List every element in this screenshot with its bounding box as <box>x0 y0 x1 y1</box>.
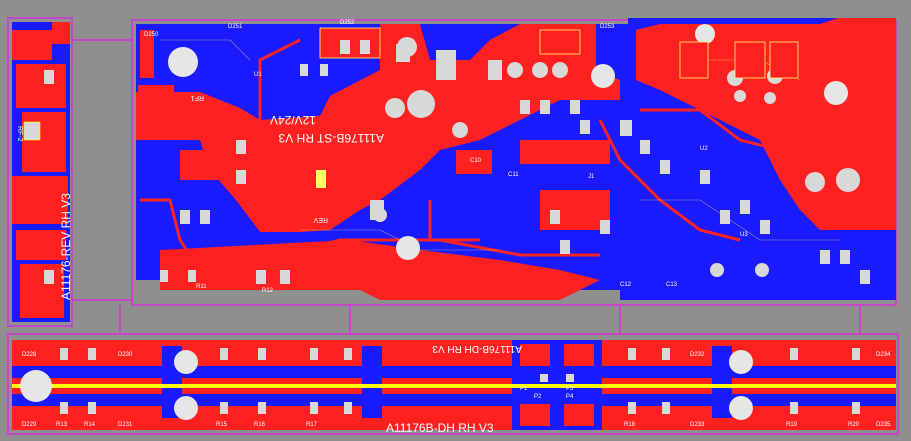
designator: C11 <box>508 172 519 178</box>
designator: P4 <box>566 394 574 400</box>
main-board-copper <box>136 18 896 300</box>
designator: D230 <box>118 352 133 358</box>
designator: R18 <box>624 422 636 428</box>
designator: D233 <box>690 422 705 428</box>
bottom-strip-pads <box>60 348 860 414</box>
bottom-bottom-label: A11176B-DH RH V3 <box>386 421 494 435</box>
rf1-label: RF1 <box>191 94 204 101</box>
designator: U2 <box>700 146 708 152</box>
designator: P1 <box>520 386 528 392</box>
designator: D231 <box>118 422 133 428</box>
rf2-label: RF-2 <box>16 126 23 142</box>
designator: D228 <box>22 352 37 358</box>
designator: R19 <box>786 422 798 428</box>
bottom-strip-board <box>12 340 896 430</box>
designator: J1 <box>588 174 595 180</box>
left-strip-board <box>12 22 70 322</box>
left-strip-label: A11176-REV RH V3 <box>59 193 73 300</box>
designator: D234 <box>876 352 891 358</box>
designator: D251 <box>228 24 243 30</box>
designator: R20 <box>848 422 860 428</box>
bottom-top-label: A11176B-DH RH V3 <box>432 343 522 354</box>
rev-label: REV <box>313 216 328 223</box>
designator: R11 <box>196 284 207 290</box>
designator: D232 <box>690 352 705 358</box>
designator: U1 <box>254 72 262 78</box>
designator: C13 <box>666 282 678 288</box>
voltage-label: 12V/24V <box>270 113 316 127</box>
designator: R12 <box>262 288 274 294</box>
designator: D229 <box>22 422 37 428</box>
designator: P3 <box>566 386 574 392</box>
designator: D253 <box>600 24 615 30</box>
designator: C12 <box>620 282 632 288</box>
designator: D235 <box>876 422 891 428</box>
designator: D252 <box>340 20 355 26</box>
designator: D250 <box>144 32 159 38</box>
designator: R15 <box>216 422 228 428</box>
designator: R17 <box>306 422 318 428</box>
designator: R13 <box>56 422 68 428</box>
designator: R16 <box>254 422 266 428</box>
designator: C10 <box>470 158 482 164</box>
designator: P2 <box>534 394 542 400</box>
designator: U3 <box>740 232 748 238</box>
main-title-label: A11176B-ST RH V3 <box>278 131 384 145</box>
designator: R14 <box>84 422 96 428</box>
component-pads <box>160 24 870 284</box>
